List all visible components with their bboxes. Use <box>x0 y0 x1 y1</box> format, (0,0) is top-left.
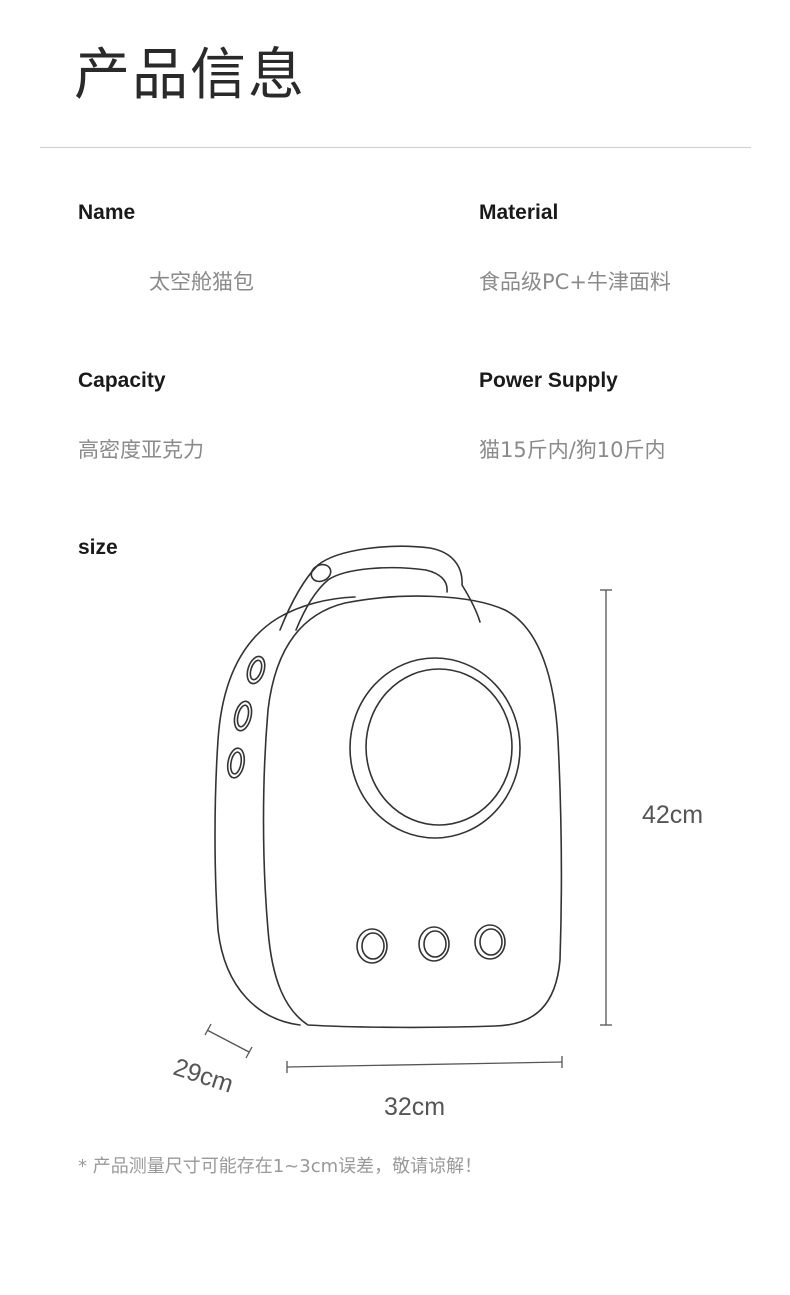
side-vent-2-inner <box>236 704 250 728</box>
backpack-shell <box>262 595 563 1029</box>
name-label: Name <box>78 201 136 224</box>
name-value: 太空舱猫包 <box>149 270 254 294</box>
backpack-handle <box>279 545 481 631</box>
front-vent-3 <box>474 924 506 960</box>
front-vent-2-inner <box>423 930 447 958</box>
power-supply-label: Power Supply <box>479 369 618 392</box>
height-dimension-label: 42cm <box>642 801 704 829</box>
power-supply-value: 猫15斤内/狗10斤内 <box>479 438 666 462</box>
depth-dim-cap-left <box>204 1023 212 1036</box>
handle-knob <box>310 563 332 583</box>
front-vent-2 <box>418 926 450 962</box>
backpack-handle-inner <box>295 566 448 631</box>
backpack-side-panel <box>214 596 356 1026</box>
side-vent-3 <box>226 747 246 779</box>
side-vent-1 <box>246 655 266 685</box>
side-vent-1-inner <box>249 659 263 681</box>
title-divider <box>40 147 751 148</box>
page-title: 产品信息 <box>74 43 306 108</box>
capacity-label: Capacity <box>78 369 166 392</box>
side-vent-3-inner <box>229 751 243 775</box>
bubble-window-outer <box>349 657 521 839</box>
bubble-window-inner <box>365 668 513 826</box>
width-dim-line <box>286 1061 563 1068</box>
measurement-footnote: * 产品测量尺寸可能存在1~3cm误差，敬请谅解！ <box>78 1156 483 1177</box>
depth-dim-cap-right <box>245 1046 253 1059</box>
material-value: 食品级PC+牛津面料 <box>479 270 671 294</box>
front-vent-1-inner <box>361 932 385 960</box>
front-vent-3-inner <box>479 928 503 956</box>
width-dimension-label: 32cm <box>384 1093 446 1121</box>
front-vent-1 <box>356 928 388 964</box>
material-label: Material <box>479 201 559 224</box>
size-label: size <box>78 536 118 559</box>
capacity-value: 高密度亚克力 <box>78 438 204 462</box>
depth-dim-line <box>206 1029 250 1053</box>
side-vent-2 <box>233 700 253 732</box>
